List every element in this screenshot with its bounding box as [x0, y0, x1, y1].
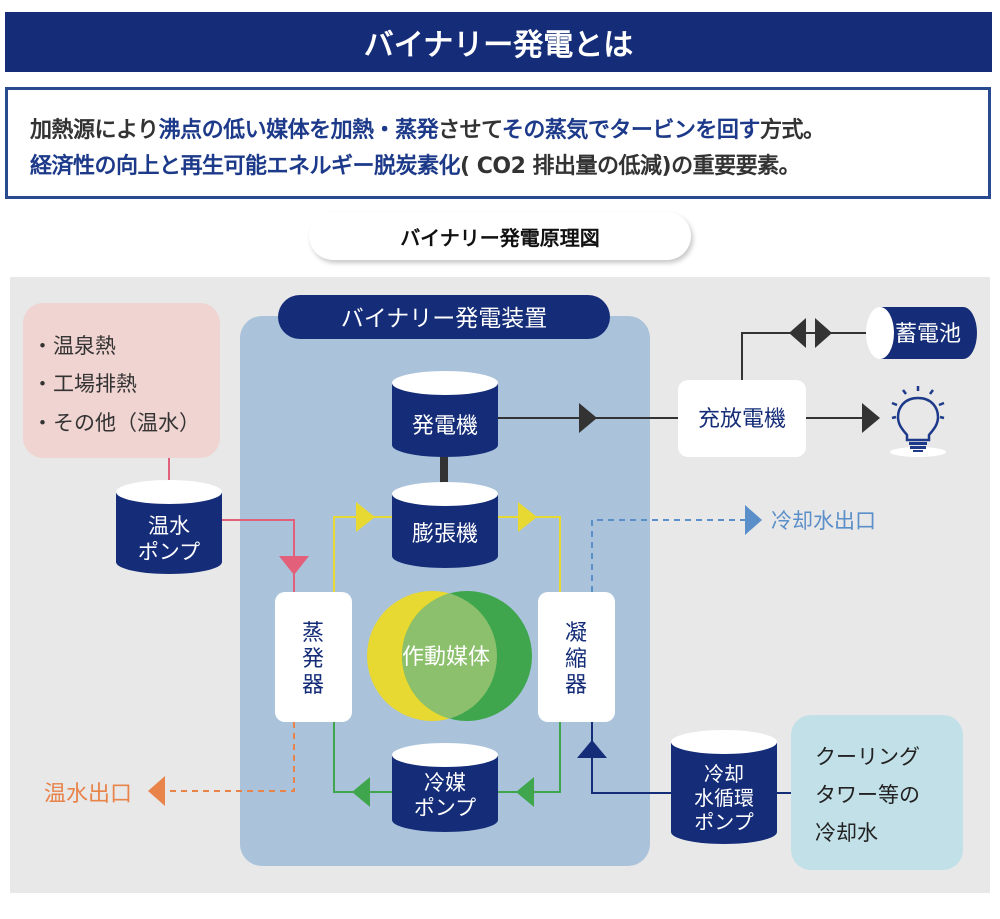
page-title: バイナリー発電とは	[363, 28, 634, 63]
working-medium-label: 作動媒体	[402, 645, 490, 670]
liquid-arrow	[516, 777, 534, 807]
liquid-arrow	[352, 777, 370, 807]
battery-label: 蓄電池	[895, 322, 961, 347]
cooling-inlet-arrow	[577, 740, 607, 758]
vapor-arrow	[518, 502, 537, 532]
expander-cylinder	[392, 482, 498, 568]
hot-water-pump-cylinder	[116, 480, 222, 574]
evaporator-label: 器	[302, 673, 324, 698]
cooling-pump-label: ポンプ	[694, 810, 753, 834]
battery-arrow-right	[815, 318, 832, 348]
refrigerant-pump-label: ポンプ	[414, 796, 476, 820]
cooling-tower-label: タワー等の	[815, 783, 920, 807]
diagram-subtitle: バイナリー発電原理図	[309, 212, 691, 260]
condenser-label: 凝	[565, 621, 587, 646]
heat-source-item: ・温泉熱	[32, 334, 116, 358]
refrigerant-pump-cylinder	[392, 743, 498, 832]
evaporator-label: 蒸	[302, 621, 324, 646]
cooling-outlet-line	[591, 519, 745, 592]
hot-water-pump-label: 温水	[148, 514, 190, 538]
condenser-box	[538, 592, 615, 722]
cooling-tower-label: クーリング	[815, 745, 920, 769]
summary-box: 加熱源により沸点の低い媒体を加熱・蒸発させてその蒸気でタービンを回す方式。 経済…	[5, 87, 991, 199]
power-arrow	[579, 403, 597, 433]
diagram-subtitle-text: バイナリー発電原理図	[400, 225, 600, 250]
summary-segment: 方式。	[759, 118, 825, 143]
device-label: バイナリー発電装置	[341, 306, 548, 332]
hot-water-outlet-label: 温水出口	[44, 782, 132, 807]
summary-segment: 沸点の低い媒体を加熱・蒸発	[158, 118, 439, 143]
light-bulb-icon	[890, 386, 946, 457]
charger-label: 充放電機	[698, 407, 786, 432]
working-medium-overlap	[402, 591, 497, 721]
summary-segment: 加熱源により	[30, 118, 159, 143]
condenser-label: 縮	[565, 647, 587, 672]
battery-arrow-left	[789, 318, 806, 348]
battery-line	[741, 332, 875, 380]
hot-water-outlet-line	[160, 722, 295, 792]
power-arrow	[862, 403, 880, 433]
expander-label: 膨張機	[412, 522, 478, 547]
summary-segment: 経済性の向上と再生可能エネルギー脱炭素化	[30, 154, 461, 179]
cooling-outlet-label: 冷却水出口	[771, 509, 876, 533]
heat-source-item: ・その他（温水）	[32, 411, 200, 435]
condenser-label: 器	[565, 673, 587, 698]
cooling-outlet-arrow	[745, 505, 762, 535]
cooling-pump-label: 冷却	[704, 762, 744, 786]
summary-segment: ( CO2 排出量の低減)の重要要素。	[460, 154, 801, 179]
vapor-arrow	[356, 502, 375, 532]
charger-box	[678, 380, 806, 457]
hot-water-arrow	[279, 556, 309, 575]
heat-source-item: ・工場排熱	[32, 372, 137, 396]
hot-water-pump-label: ポンプ	[138, 540, 200, 564]
cooling-tower-label: 冷却水	[815, 821, 878, 845]
battery-cylinder	[866, 307, 977, 359]
evaporator-label: 発	[302, 647, 324, 672]
page-title-bar: バイナリー発電とは	[5, 12, 992, 72]
cooling-pump-cylinder	[671, 730, 777, 844]
summary-line-2: 経済性の向上と再生可能エネルギー脱炭素化( CO2 排出量の低減)の重要要素。	[30, 148, 801, 180]
summary-line-1: 加熱源により沸点の低い媒体を加熱・蒸発させてその蒸気でタービンを回す方式。	[30, 112, 825, 144]
hot-water-outlet-arrow	[148, 776, 165, 806]
cooling-pump-label: 水循環	[694, 786, 754, 810]
generator-cylinder	[392, 371, 498, 457]
binary-device-area	[240, 316, 650, 866]
cooling-tower-box	[791, 715, 963, 870]
device-label-pill	[278, 295, 610, 339]
refrigerant-pump-label: 冷媒	[424, 771, 466, 795]
summary-segment: その蒸気でタービンを回す	[501, 118, 761, 143]
generator-shaft	[440, 455, 448, 495]
evaporator-box	[275, 592, 352, 722]
heat-source-box	[23, 303, 220, 458]
generator-label: 発電機	[412, 414, 478, 439]
summary-segment: させて	[438, 118, 502, 143]
